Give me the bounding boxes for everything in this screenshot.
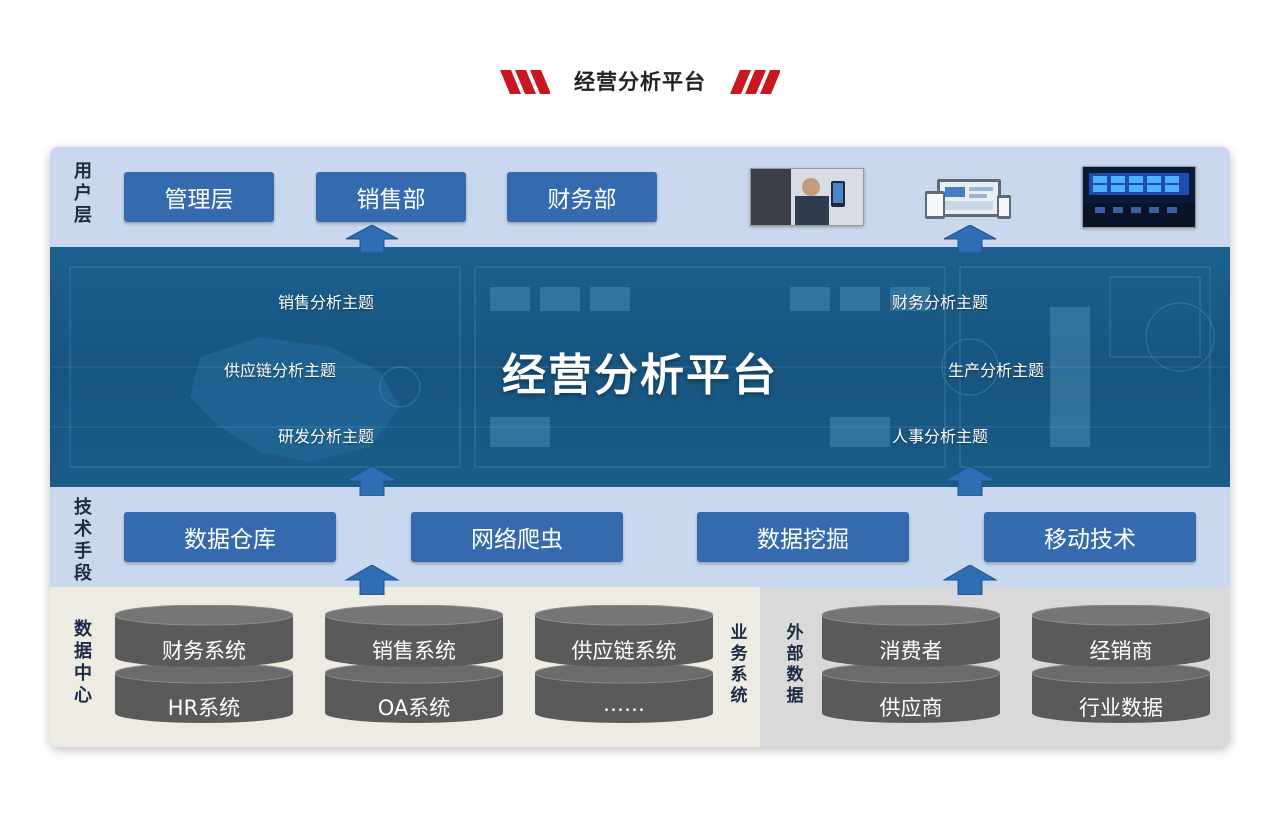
db-label-oa: OA系统 <box>377 696 451 720</box>
up-arrow-icon <box>344 466 400 496</box>
db-label-finance: 财务系统 <box>162 639 246 663</box>
db-label-hr: HR系统 <box>167 696 241 720</box>
control-room-photo <box>1082 166 1196 228</box>
db-label-consumer: 消费者 <box>879 639 943 663</box>
db-label-ellipsis: …… <box>603 692 645 716</box>
web-crawler-button[interactable]: 网络爬虫 <box>411 512 623 562</box>
db-label-supplier: 供应商 <box>879 696 943 720</box>
db-label-sales: 销售系统 <box>372 639 456 663</box>
up-arrow-icon <box>942 565 998 595</box>
external-data-label: 外部数据 <box>786 623 804 706</box>
database-cylinder-finance-hr: 财务系统 HR系统 <box>115 605 293 723</box>
up-arrow-icon <box>345 225 399 253</box>
management-button[interactable]: 管理层 <box>124 172 274 222</box>
db-label-dealer: 经销商 <box>1089 639 1153 663</box>
data-center-label: 数据中心 <box>74 619 92 706</box>
database-cylinder-consumer-supplier: 消费者 供应商 <box>822 605 1000 723</box>
topic-hr: 人事分析主题 <box>892 427 989 446</box>
topic-production: 生产分析主题 <box>948 361 1045 380</box>
mobile-tech-button[interactable]: 移动技术 <box>984 512 1196 562</box>
analysis-platform-band: 经营分析平台 销售分析主题 供应链分析主题 研发分析主题 财务分析主题 生产分析… <box>50 247 1230 487</box>
db-label-industry: 行业数据 <box>1079 696 1163 720</box>
up-arrow-icon <box>344 565 400 595</box>
header-stripes-right <box>730 70 780 94</box>
multi-device-icon <box>925 179 1011 219</box>
topic-rnd: 研发分析主题 <box>278 427 375 446</box>
tech-layer-label: 技术手段 <box>74 497 92 584</box>
platform-title: 经营分析平台 <box>502 350 778 401</box>
user-layer-label: 用户层 <box>74 161 92 226</box>
sales-dept-button[interactable]: 销售部 <box>316 172 466 222</box>
header-stripes-left <box>500 70 550 94</box>
database-cylinder-sales-oa: 销售系统 OA系统 <box>325 605 503 723</box>
data-mining-button[interactable]: 数据挖掘 <box>697 512 909 562</box>
dashboard-background <box>50 266 1230 468</box>
finance-dept-button[interactable]: 财务部 <box>507 172 657 222</box>
mobile-user-photo <box>750 168 864 226</box>
db-label-supply-chain: 供应链系统 <box>571 639 677 663</box>
architecture-panel: 用户层 管理层 销售部 财务部 <box>50 147 1230 747</box>
topic-supply-chain: 供应链分析主题 <box>224 361 337 380</box>
page-title: 经营分析平台 <box>574 70 706 94</box>
data-warehouse-button[interactable]: 数据仓库 <box>124 512 336 562</box>
up-arrow-icon <box>942 466 998 496</box>
topic-sales: 销售分析主题 <box>278 293 375 312</box>
business-systems-label: 业务系统 <box>730 623 748 706</box>
up-arrow-icon <box>943 225 997 253</box>
topic-finance: 财务分析主题 <box>892 293 989 312</box>
database-cylinder-supply-more: 供应链系统 …… <box>535 605 713 723</box>
database-cylinder-dealer-industry: 经销商 行业数据 <box>1032 605 1210 723</box>
